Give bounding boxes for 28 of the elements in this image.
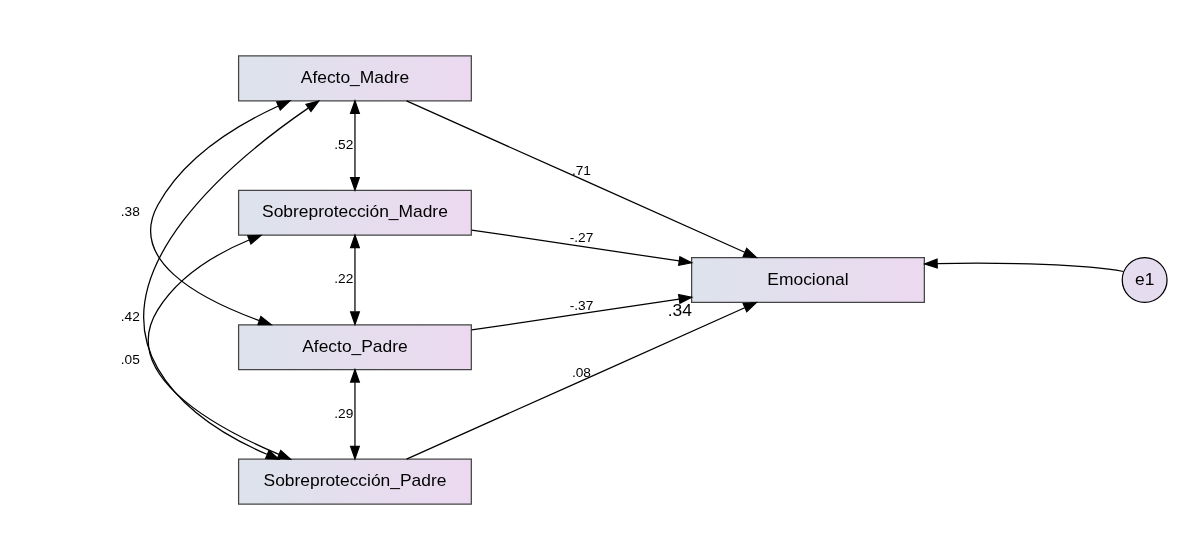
arrow [143, 99, 321, 460]
edge-label: .52 [334, 137, 354, 153]
arrow [471, 293, 694, 331]
node-circle: e1 [1121, 257, 1168, 303]
arrow [150, 100, 292, 326]
edge-label: -.37 [569, 297, 594, 313]
node-box: Sobreprotección_Padre [238, 458, 472, 505]
edge-label: .08 [571, 364, 591, 380]
edge-label: .29 [334, 405, 354, 421]
node-box: Sobreprotección_Madre [238, 189, 472, 236]
edge-label: .22 [334, 271, 354, 287]
arrow [349, 367, 361, 461]
arrow [405, 100, 759, 259]
arrow [471, 229, 694, 267]
node-box: Emocional [691, 257, 925, 303]
node-label: .34 [667, 300, 692, 321]
arrow [922, 258, 1125, 273]
edge-label: .71 [571, 163, 591, 179]
arrow [349, 98, 361, 192]
node-box: Afecto_Padre [238, 324, 472, 371]
arrow [349, 233, 361, 327]
arrow [147, 234, 293, 460]
node-box: Afecto_Madre [238, 55, 472, 102]
edge-label: .42 [120, 308, 140, 324]
edge-label: -.27 [569, 230, 594, 246]
arrow [405, 301, 759, 460]
edge-label: .05 [120, 352, 140, 368]
edge-label: .38 [120, 204, 140, 220]
